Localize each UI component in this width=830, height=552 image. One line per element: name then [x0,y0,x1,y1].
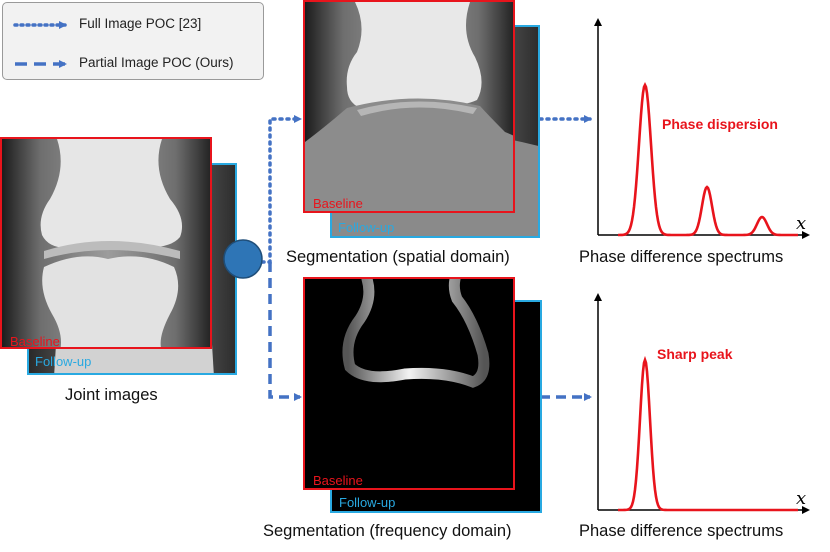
dashed-connector [268,262,302,401]
spatial-baseline-label: Baseline [313,196,363,211]
caption-spectrum-top: Phase difference spectrums [579,248,784,266]
caption-seg-spatial: Segmentation (spatial domain) [286,248,510,266]
followup-label: Follow-up [35,354,92,369]
x-axis-label: x [796,213,806,234]
freq-baseline-image: Baseline [303,277,515,490]
phase-spectrum-chart-bottom: x [594,293,810,514]
legend-full-poc: Full Image POC [23] [79,16,202,31]
caption-spectrum-bottom: Phase difference spectrums [579,522,784,540]
dotted-connector [260,115,302,264]
spectrum-curve-bottom [618,355,798,512]
annotation-sharp-peak: Sharp peak [657,346,733,362]
joint-baseline-image: Baseline [0,137,212,349]
spectrum-curve-top [618,82,798,237]
legend-box: Full Image POC [23] Partial Image POC (O… [2,2,264,80]
annotation-phase-dispersion: Phase dispersion [662,116,778,132]
baseline-label: Baseline [10,334,60,349]
spatial-baseline-image: Baseline [303,0,515,213]
legend-partial-poc: Partial Image POC (Ours) [79,55,234,70]
x-axis-label: x [796,488,806,509]
spatial-followup-label: Follow-up [338,220,395,235]
phase-spectrum-chart-top: x [594,18,810,239]
freq-baseline-label: Baseline [313,473,363,488]
caption-joint-images: Joint images [65,386,158,404]
caption-seg-frequency: Segmentation (frequency domain) [263,522,512,540]
freq-followup-label: Follow-up [339,495,396,510]
